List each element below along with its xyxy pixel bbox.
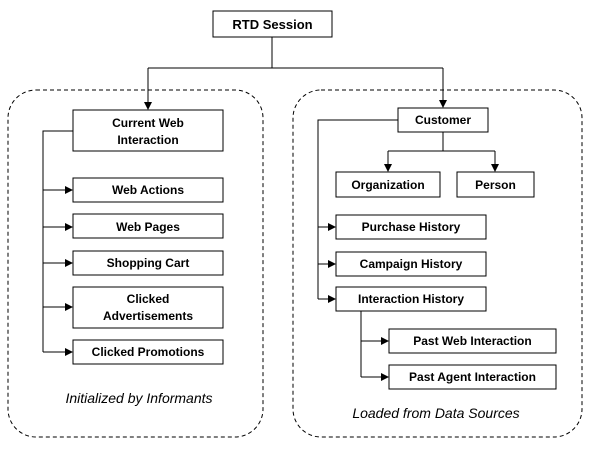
node-past-agent-interaction-label: Past Agent Interaction xyxy=(409,370,536,384)
connector-right-spine xyxy=(317,119,398,299)
node-web-pages-label: Web Pages xyxy=(116,220,180,234)
connector-left-spine xyxy=(42,130,73,352)
node-past-web-interaction: Past Web Interaction xyxy=(388,328,557,354)
node-rtd-session-label: RTD Session xyxy=(232,17,312,32)
node-purchase-history-label: Purchase History xyxy=(362,220,461,234)
left-group-border xyxy=(7,89,264,438)
node-person-label: Person xyxy=(475,178,516,192)
node-past-web-interaction-label: Past Web Interaction xyxy=(413,334,531,348)
node-web-actions-label: Web Actions xyxy=(112,183,184,197)
node-clicked-advertisements-label-line-2: Advertisements xyxy=(103,309,193,323)
node-purchase-history: Purchase History xyxy=(335,214,487,240)
node-past-agent-interaction-border xyxy=(388,364,557,390)
node-shopping-cart-border xyxy=(72,250,224,276)
node-web-actions: Web Actions xyxy=(72,177,224,203)
right-group-caption: Loaded from Data Sources xyxy=(352,405,519,421)
node-campaign-history-label: Campaign History xyxy=(360,257,463,271)
connector-customer-split xyxy=(388,132,495,152)
node-interaction-history: Interaction History xyxy=(335,286,487,312)
connector-root-split xyxy=(148,37,443,69)
node-rtd-session-border xyxy=(212,10,333,38)
node-campaign-history: Campaign History xyxy=(335,251,487,277)
node-current-web-interaction-border xyxy=(72,109,224,152)
node-customer-border xyxy=(397,107,489,133)
right-group-border xyxy=(292,89,583,438)
connectors xyxy=(42,37,499,381)
node-interaction-history-label: Interaction History xyxy=(358,292,464,306)
node-purchase-history-border xyxy=(335,214,487,240)
node-clicked-advertisements-border xyxy=(72,286,224,329)
node-customer-label: Customer xyxy=(415,113,471,127)
node-past-agent-interaction: Past Agent Interaction xyxy=(388,364,557,390)
node-current-web-interaction-label-line-1: Current Web xyxy=(112,116,184,130)
node-campaign-history-border xyxy=(335,251,487,277)
node-rtd-session: RTD Session xyxy=(212,10,333,38)
node-clicked-promotions-border xyxy=(72,339,224,365)
node-web-pages-border xyxy=(72,213,224,239)
node-current-web-interaction: Current Web Interaction xyxy=(72,109,224,152)
node-organization-border xyxy=(335,171,441,198)
node-clicked-advertisements: Clicked Advertisements xyxy=(72,286,224,329)
node-web-actions-border xyxy=(72,177,224,203)
node-clicked-promotions: Clicked Promotions xyxy=(72,339,224,365)
node-shopping-cart-label: Shopping Cart xyxy=(107,256,190,270)
node-person: Person xyxy=(456,171,535,198)
node-person-border xyxy=(456,171,535,198)
node-organization: Organization xyxy=(335,171,441,198)
node-clicked-advertisements-label-line-1: Clicked xyxy=(127,292,170,306)
left-group-caption: Initialized by Informants xyxy=(65,390,212,406)
node-shopping-cart: Shopping Cart xyxy=(72,250,224,276)
node-web-pages: Web Pages xyxy=(72,213,224,239)
node-clicked-promotions-label: Clicked Promotions xyxy=(92,345,205,359)
node-interaction-history-border xyxy=(335,286,487,312)
node-customer: Customer xyxy=(397,107,489,133)
node-organization-label: Organization xyxy=(351,178,424,192)
node-past-web-interaction-border xyxy=(388,328,557,354)
node-current-web-interaction-label-line-2: Interaction xyxy=(117,133,178,147)
